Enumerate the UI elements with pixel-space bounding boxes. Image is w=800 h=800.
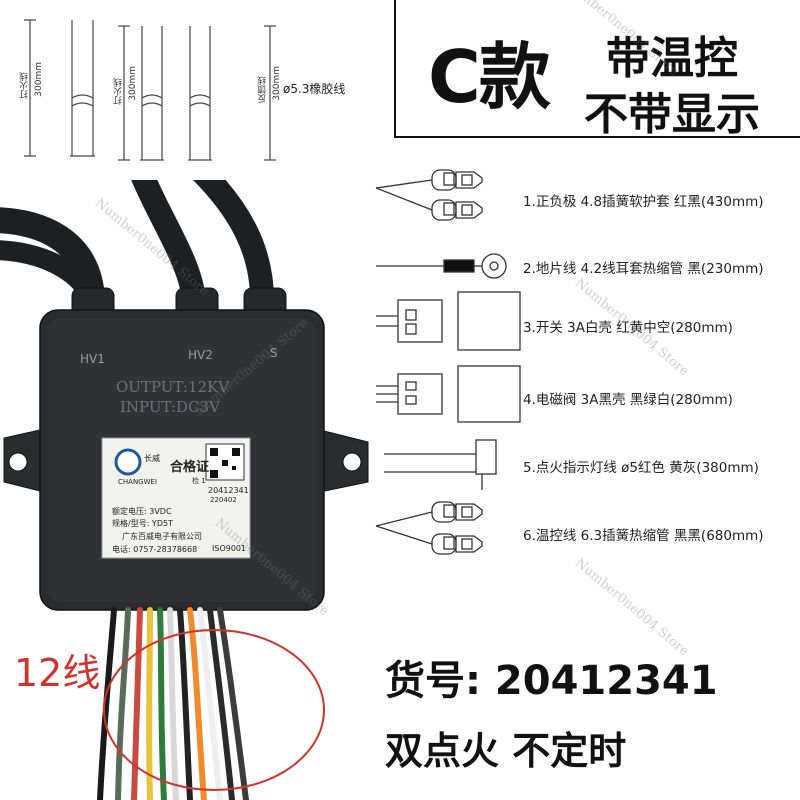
brand-en: CHANGWEI xyxy=(118,478,158,486)
cable-2-length: 300mm xyxy=(128,66,138,101)
port-s: S xyxy=(270,346,278,360)
connector-2-label: 2.地片线 4.2线耳套热缩管 黑(230mm) xyxy=(523,261,764,277)
device-input: INPUT:DC3V xyxy=(120,398,220,416)
connector-2-ring-icon xyxy=(376,253,507,279)
cable-1-length: 300mm xyxy=(34,62,44,97)
feature-text: 双点火 不定时 xyxy=(385,729,627,773)
wire-count-label: 12线 xyxy=(14,651,101,695)
brand-cn: 长威 xyxy=(144,454,160,463)
model-spec: 规格/型号: YD5T xyxy=(112,519,173,528)
cable-2-name: 打火线 xyxy=(114,78,124,105)
wire-type-label: ø5.3橡胶线 xyxy=(283,82,346,96)
connector-4-label: 4.电磁阀 3A黑壳 黑绿白(280mm) xyxy=(523,392,733,408)
connector-1-label: 1.正负极 4.8插簧软护套 红黑(430mm) xyxy=(523,194,764,210)
title-feature-2: 不带显示 xyxy=(584,89,760,140)
model-title: C款 xyxy=(428,35,551,119)
device-output: OUTPUT:12KV xyxy=(116,378,230,396)
item-number: 货号: 20412341 xyxy=(385,658,718,704)
port-hv2: HV2 xyxy=(188,348,213,362)
connector-1-spade-icon xyxy=(375,169,483,221)
connector-3-housing-icon xyxy=(376,291,521,351)
connector-3-label: 3.开关 3A白壳 红黄中空(280mm) xyxy=(523,320,733,336)
company-phone: 电话: 0757-28378668 xyxy=(112,545,198,554)
cable-1-name: 打火线 xyxy=(20,72,30,99)
cable-3-name: 反馈线 xyxy=(258,76,268,103)
company-name: 广东百威电子有限公司 xyxy=(122,532,202,541)
cable-3-length: 300mm xyxy=(272,66,282,101)
connector-4-housing-icon xyxy=(376,365,521,423)
serial-number: 20412341 xyxy=(208,486,249,495)
inspect-mark: 检 1 xyxy=(192,477,206,485)
connector-5-label: 5.点火指示灯线 ø5红色 黄灰(380mm) xyxy=(523,460,759,476)
title-feature-1: 带温控 xyxy=(606,33,738,84)
connector-drawings xyxy=(375,169,521,555)
cert-title: 合格证 xyxy=(170,460,210,475)
connector-6-spade-icon xyxy=(375,501,483,555)
rated-voltage: 额定电压: 3VDC xyxy=(112,507,172,516)
watermark: Number0ne004 Store xyxy=(571,555,692,660)
igniter-device-image xyxy=(0,180,369,800)
title-box xyxy=(394,0,800,138)
mfg-date: 220402 xyxy=(210,496,237,504)
connector-6-label: 6.温控线 6.3插簧热缩管 黑黑(680mm) xyxy=(523,528,764,544)
cable-dimension-drawing xyxy=(24,19,276,161)
iso-mark: ISO9001 xyxy=(212,544,247,553)
connector-5-lamp-icon xyxy=(384,439,497,490)
port-hv1: HV1 xyxy=(80,352,105,366)
